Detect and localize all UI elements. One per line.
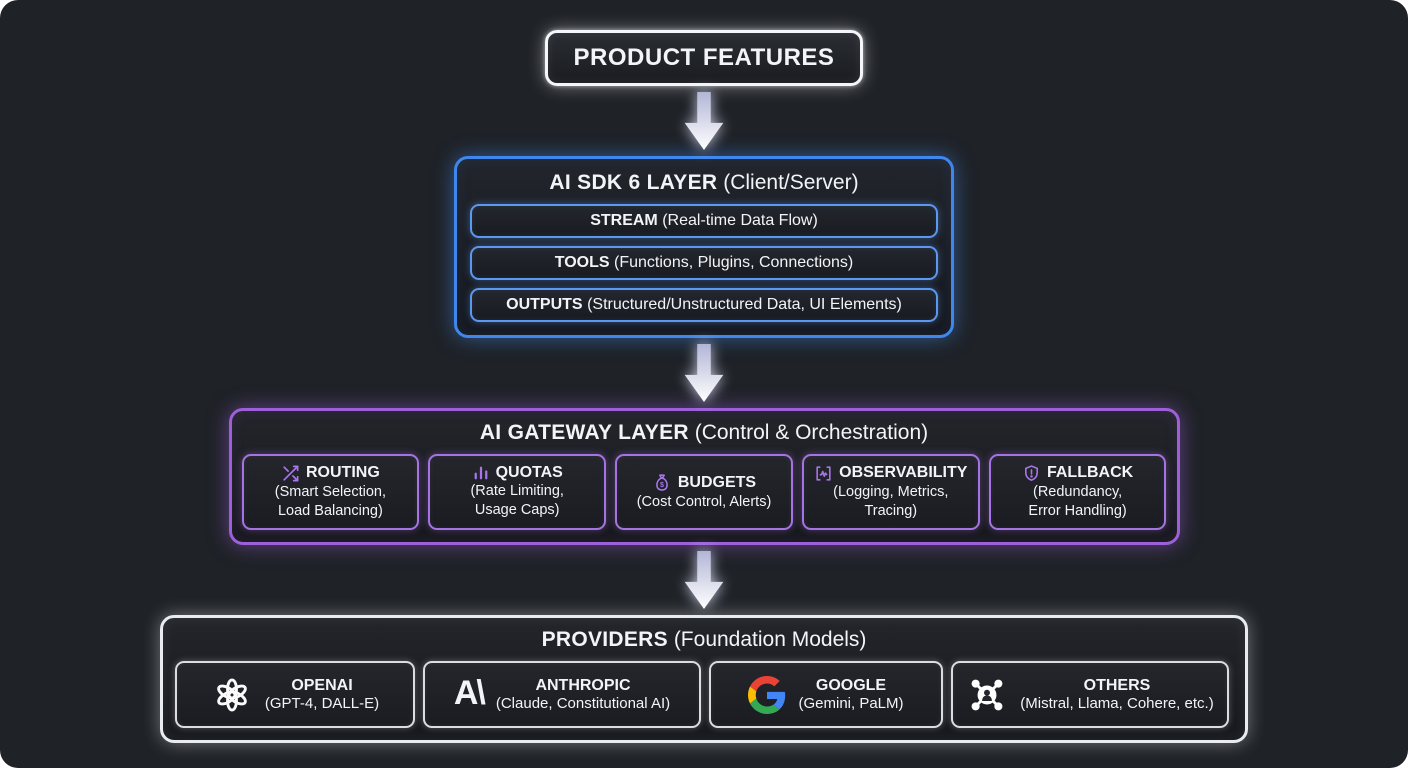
sdk-row-tools-label: TOOLS <box>554 254 610 271</box>
gateway-card-observability-title: OBSERVABILITY <box>839 464 968 482</box>
gateway-card-fallback: FALLBACK (Redundancy, Error Handling) <box>988 454 1167 530</box>
product-features-label: PRODUCT FEATURES <box>573 44 835 71</box>
provider-others-name: OTHERS <box>1083 677 1151 694</box>
gateway-card-budgets-title: BUDGETS <box>677 473 757 491</box>
gateway-card-quotas-line1: (Rate Limiting, <box>470 483 564 500</box>
sdk-row-outputs-desc: (Structured/Unstructured Data, UI Elemen… <box>587 296 902 313</box>
ai-sdk-layer-box: AI SDK 6 LAYER (Client/Server) STREAM (R… <box>454 156 954 338</box>
gateway-card-routing: ROUTING (Smart Selection, Load Balancing… <box>241 454 420 530</box>
providers-layer-title-main: PROVIDERS <box>541 628 668 651</box>
ai-gateway-layer-box: AI GATEWAY LAYER (Control & Orchestratio… <box>228 408 1180 545</box>
gateway-card-quotas-line2: Usage Caps) <box>474 502 560 518</box>
provider-anthropic-name: ANTHROPIC <box>535 677 631 694</box>
gateway-card-quotas-title: QUOTAS <box>495 464 563 482</box>
shield-alert-icon <box>1024 465 1038 481</box>
providers-layer-box: PROVIDERS (Foundation Models) OPENAI <box>160 615 1248 743</box>
sdk-row-tools: TOOLS (Functions, Plugins, Connections) <box>470 246 938 280</box>
ai-sdk-layer-title: AI SDK 6 LAYER (Client/Server) <box>470 171 938 195</box>
gateway-card-routing-line2: Load Balancing) <box>277 502 383 519</box>
provider-google-desc: (Gemini, PaLM) <box>798 695 904 712</box>
gateway-cards: ROUTING (Smart Selection, Load Balancing… <box>241 454 1167 530</box>
ai-gateway-layer-title-main: AI GATEWAY LAYER <box>479 421 689 444</box>
provider-anthropic-desc: (Claude, Constitutional AI) <box>495 695 671 712</box>
sdk-row-stream-desc: (Real-time Data Flow) <box>662 212 818 229</box>
provider-card-google: GOOGLE (Gemini, PaLM) <box>709 661 943 728</box>
sdk-row-stream-label: STREAM <box>590 212 658 229</box>
bar-chart-icon <box>474 467 487 480</box>
sdk-row-outputs-label: OUTPUTS <box>506 296 583 313</box>
sdk-row-stream: STREAM (Real-time Data Flow) <box>470 204 938 238</box>
gateway-card-observability-line1: (Logging, Metrics, <box>833 483 949 500</box>
svg-text:$: $ <box>660 481 664 489</box>
gateway-card-budgets-line1: (Cost Control, Alerts) <box>636 493 772 510</box>
provider-card-anthropic: A\ ANTHROPIC (Claude, Constitutional AI) <box>423 661 701 728</box>
sdk-row-tools-desc: (Functions, Plugins, Connections) <box>614 254 854 271</box>
provider-openai-desc: (GPT-4, DALL-E) <box>264 695 380 712</box>
ai-sdk-layer-title-main: AI SDK 6 LAYER <box>549 171 718 194</box>
shuffle-icon <box>283 465 299 482</box>
down-arrow-icon <box>684 92 724 150</box>
gateway-card-routing-line1: (Smart Selection, <box>274 483 386 500</box>
ai-gateway-layer-title: AI GATEWAY LAYER (Control & Orchestratio… <box>242 421 1167 445</box>
openai-logo <box>217 677 247 712</box>
provider-others-desc: (Mistral, Llama, Cohere, etc.) <box>1020 695 1214 712</box>
down-arrow-icon <box>684 344 724 402</box>
gateway-card-budgets: $ BUDGETS (Cost Control, Alerts) <box>615 454 793 530</box>
providers-layer-title-sub: (Foundation Models) <box>673 628 867 651</box>
google-logo <box>748 675 786 714</box>
gateway-card-fallback-title: FALLBACK <box>1046 464 1134 482</box>
ai-gateway-layer-title-sub: (Control & Orchestration) <box>694 421 929 444</box>
gateway-card-routing-title: ROUTING <box>306 464 380 482</box>
provider-card-openai: OPENAI (GPT-4, DALL-E) <box>175 661 415 728</box>
anthropic-logo: A\ <box>453 673 486 712</box>
gateway-card-fallback-line1: (Redundancy, <box>1032 483 1123 500</box>
sdk-row-outputs: OUTPUTS (Structured/Unstructured Data, U… <box>470 288 938 322</box>
product-features-box: PRODUCT FEATURES <box>544 30 864 86</box>
down-arrow-icon <box>684 551 724 609</box>
providers-layer-title: PROVIDERS (Foundation Models) <box>175 628 1233 652</box>
network-icon <box>971 679 1003 710</box>
gateway-card-fallback-line2: Error Handling) <box>1028 502 1127 519</box>
activity-brackets-icon <box>816 466 831 481</box>
provider-cards: OPENAI (GPT-4, DALL-E) A\ ANTHROPIC (Cla… <box>175 661 1233 728</box>
provider-card-others: OTHERS (Mistral, Llama, Cohere, etc.) <box>951 661 1229 728</box>
gateway-card-quotas: QUOTAS (Rate Limiting, Usage Caps) <box>428 454 607 530</box>
provider-openai-name: OPENAI <box>291 677 353 694</box>
provider-google-name: GOOGLE <box>815 677 887 694</box>
gateway-card-observability-line2: Tracing) <box>864 502 918 519</box>
money-bag-icon: $ <box>656 474 668 491</box>
gateway-card-observability: OBSERVABILITY (Logging, Metrics, Tracing… <box>801 454 980 530</box>
ai-sdk-layer-title-sub: (Client/Server) <box>723 171 859 194</box>
